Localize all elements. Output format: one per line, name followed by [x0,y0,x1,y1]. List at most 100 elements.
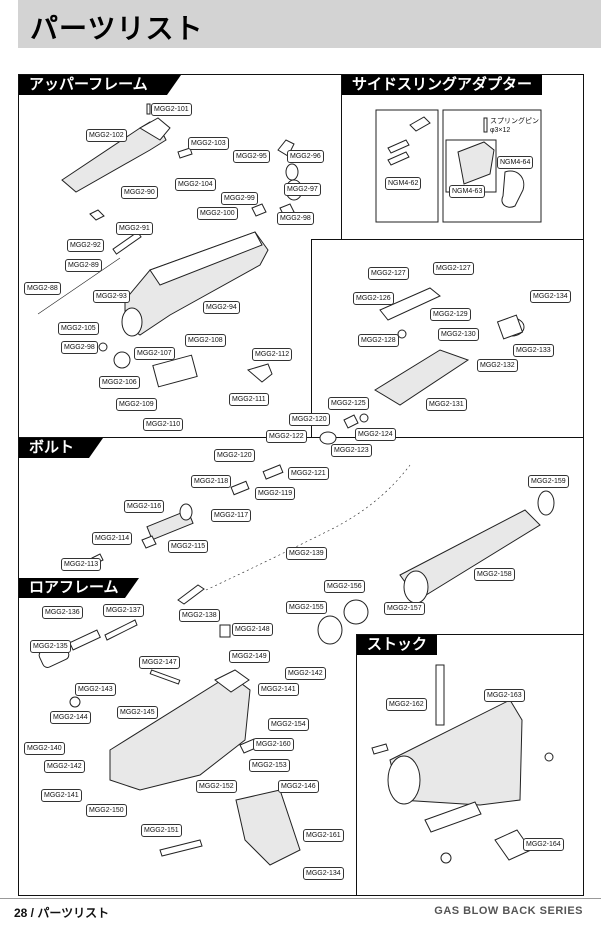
part-label: MGG2-129 [430,308,471,321]
section-stock: ストック [357,635,437,655]
part-label: MGG2-143 [75,683,116,696]
part-label: MGG2-147 [139,656,180,669]
part-label: MGG2-102 [86,129,127,142]
part-label: MGG2-154 [268,718,309,731]
part-label: MGG2-90 [121,186,158,199]
stock-drawing [371,664,554,864]
footer-page-number: 28 / パーツリスト [14,906,110,920]
part-label: MGG2-106 [99,376,140,389]
part-label: MGG2-103 [188,137,229,150]
part-label: MGG2-94 [203,301,240,314]
part-label: MGG2-160 [253,738,294,751]
part-label: MGG2-118 [191,475,232,488]
part-label: MGG2-161 [303,829,344,842]
part-label: MGG2-150 [86,804,127,817]
upper-receiver-drawing [37,209,273,403]
part-label: MGG2-111 [229,393,269,406]
spring-pin-size: φ3×12 [490,127,511,134]
footer-series: GAS BLOW BACK SERIES [434,905,583,917]
part-label: MGG2-98 [277,212,314,225]
part-label: NGM4-62 [385,177,422,190]
part-label: MGG2-112 [252,348,293,361]
part-label: MGG2-98 [61,341,98,354]
part-label: MGG2-119 [255,487,296,500]
spring-pin-note: スプリングピン [490,118,539,125]
barrel-group-drawing [319,287,525,445]
part-label: MGG2-140 [24,742,65,755]
part-label: MGG2-153 [249,759,290,772]
part-label: MGG2-155 [286,601,327,614]
part-label: MGG2-115 [168,540,209,553]
page-title: パーツリスト [30,13,204,44]
charging-handle-drawing [61,103,193,193]
part-label: MGG2-88 [24,282,61,295]
part-label: MGG2-92 [67,239,104,252]
part-label: MGG2-126 [353,292,394,305]
part-label: MGG2-113 [61,558,102,571]
part-label: MGG2-159 [528,475,569,488]
section-sling-adapter: サイドスリングアダプター [342,75,542,95]
part-label: MGG2-142 [285,667,326,680]
part-label: MGG2-133 [513,344,554,357]
part-label: MGG2-101 [151,103,192,116]
stock-panel [356,634,584,896]
part-label: MGG2-95 [233,150,270,163]
part-label: MGG2-134 [303,867,344,880]
part-label: MGG2-120 [214,449,255,462]
part-label: MGG2-127 [433,262,474,275]
part-label: MGG2-117 [211,509,252,522]
part-label: MGG2-135 [30,640,71,653]
part-label: MGG2-152 [196,780,237,793]
part-label: MGG2-156 [324,580,365,593]
part-label: MGG2-109 [116,398,157,411]
part-label: MGG2-110 [143,418,184,431]
part-label: MGG2-157 [384,602,425,615]
part-label: MGG2-148 [232,623,273,636]
part-label: MGG2-130 [438,328,479,341]
part-label: MGG2-151 [141,824,182,837]
part-label: NGM4-63 [449,185,486,198]
part-label: MGG2-123 [331,444,372,457]
part-label: MGG2-93 [93,290,130,303]
part-label: MGG2-121 [288,467,329,480]
part-label: MGG2-108 [185,334,226,347]
part-label: NGM4-64 [497,156,534,169]
part-label: MGG2-164 [523,838,564,851]
part-label: MGG2-105 [58,322,99,335]
part-label: MGG2-127 [368,267,409,280]
part-label: MGG2-120 [289,413,330,426]
section-upper-frame: アッパーフレーム [19,75,181,95]
part-label: MGG2-158 [474,568,515,581]
part-label: MGG2-132 [477,359,518,372]
part-label: MGG2-91 [116,222,153,235]
part-label: MGG2-141 [41,789,82,802]
part-label: MGG2-163 [484,689,525,702]
bolt-group-drawing [91,464,555,605]
part-label: MGG2-97 [284,183,321,196]
section-lower-frame: ロアフレーム [19,578,139,598]
part-label: MGG2-136 [42,606,83,619]
part-label: MGG2-146 [278,780,319,793]
part-label: MGG2-144 [50,711,91,724]
part-label: MGG2-137 [103,604,144,617]
part-label: MGG2-114 [92,532,133,545]
part-label: MGG2-125 [328,397,369,410]
section-bolt: ボルト [19,438,103,458]
part-label: MGG2-116 [124,500,165,513]
part-label: MGG2-149 [229,650,270,663]
part-label: MGG2-104 [175,178,216,191]
part-label: MGG2-145 [117,706,158,719]
part-label: MGG2-124 [355,428,396,441]
part-label: MGG2-99 [221,192,258,205]
part-label: MGG2-138 [179,609,220,622]
part-label: MGG2-134 [530,290,571,303]
part-label: MGG2-162 [386,698,427,711]
part-label: MGG2-141 [258,683,299,696]
part-label: MGG2-142 [44,760,85,773]
part-label: MGG2-128 [358,334,399,347]
part-label: MGG2-96 [287,150,324,163]
lower-receiver-drawing [38,599,369,866]
part-label: MGG2-139 [286,547,327,560]
part-label: MGG2-89 [65,259,102,272]
